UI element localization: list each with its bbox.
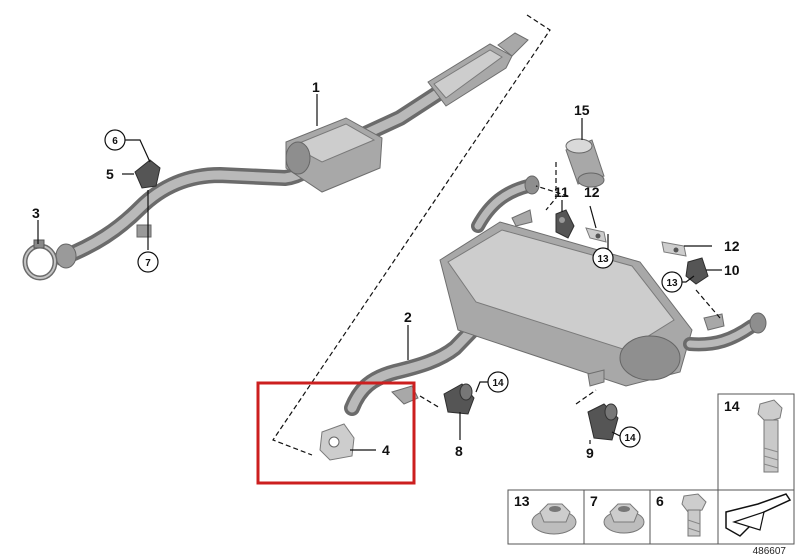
- circle-label-7: 7: [145, 258, 151, 269]
- legend-bolt-6-number: 6: [656, 493, 664, 509]
- flange-nut-icon: [531, 503, 577, 535]
- circle-label-13a: 13: [597, 254, 609, 265]
- bracket-12b: [661, 241, 687, 257]
- highlight-box: [256, 381, 416, 485]
- circle-label-14b: 14: [624, 433, 636, 444]
- legend-nut-7-number: 7: [590, 493, 598, 509]
- circled-labels: 6 7 13 13 14 14: [104, 129, 683, 448]
- rear-muffler: [439, 175, 767, 387]
- clamp-ring: [22, 239, 58, 281]
- label-10: 10: [724, 262, 740, 278]
- label-2: 2: [404, 309, 412, 325]
- label-11: 11: [554, 184, 569, 200]
- label-3: 3: [32, 205, 40, 221]
- reference-number: 486607: [753, 546, 787, 557]
- assembly-boundary-line: [272, 14, 551, 456]
- intermediate-pipe: [344, 292, 508, 416]
- circle-label-14a: 14: [492, 378, 504, 389]
- long-bolt-icon: [757, 399, 783, 473]
- rubber-mount-9: [587, 403, 619, 441]
- label-15: 15: [574, 102, 590, 118]
- nut-icon: [603, 503, 645, 534]
- label-1: 1: [312, 79, 320, 95]
- label-8: 8: [455, 443, 463, 459]
- hardware-legend: 14 13 7 6: [507, 393, 795, 545]
- bracket-12a: [585, 227, 607, 243]
- label-9: 9: [586, 445, 594, 461]
- orientation-arrow-icon: [725, 493, 792, 537]
- circle-label-6: 6: [112, 136, 118, 147]
- circle-label-13b: 13: [666, 278, 678, 289]
- label-12a: 12: [584, 184, 600, 200]
- label-5: 5: [106, 166, 114, 182]
- rubber-mount-8: [443, 383, 475, 415]
- front-pipe-assembly: [54, 32, 529, 269]
- label-4: 4: [382, 442, 390, 458]
- part-number-labels: 1 2 3 4 5 8 9 10 11 12 12 15: [32, 79, 740, 461]
- rubber-mount-11: [555, 209, 575, 239]
- label-12b: 12: [724, 238, 740, 254]
- short-bolt-icon: [681, 493, 707, 537]
- legend-bolt-long-number: 14: [724, 398, 740, 414]
- legend-nut-13-number: 13: [514, 493, 530, 509]
- tailpipe-trim: [565, 138, 605, 188]
- mounting-bracket-4: [319, 423, 355, 461]
